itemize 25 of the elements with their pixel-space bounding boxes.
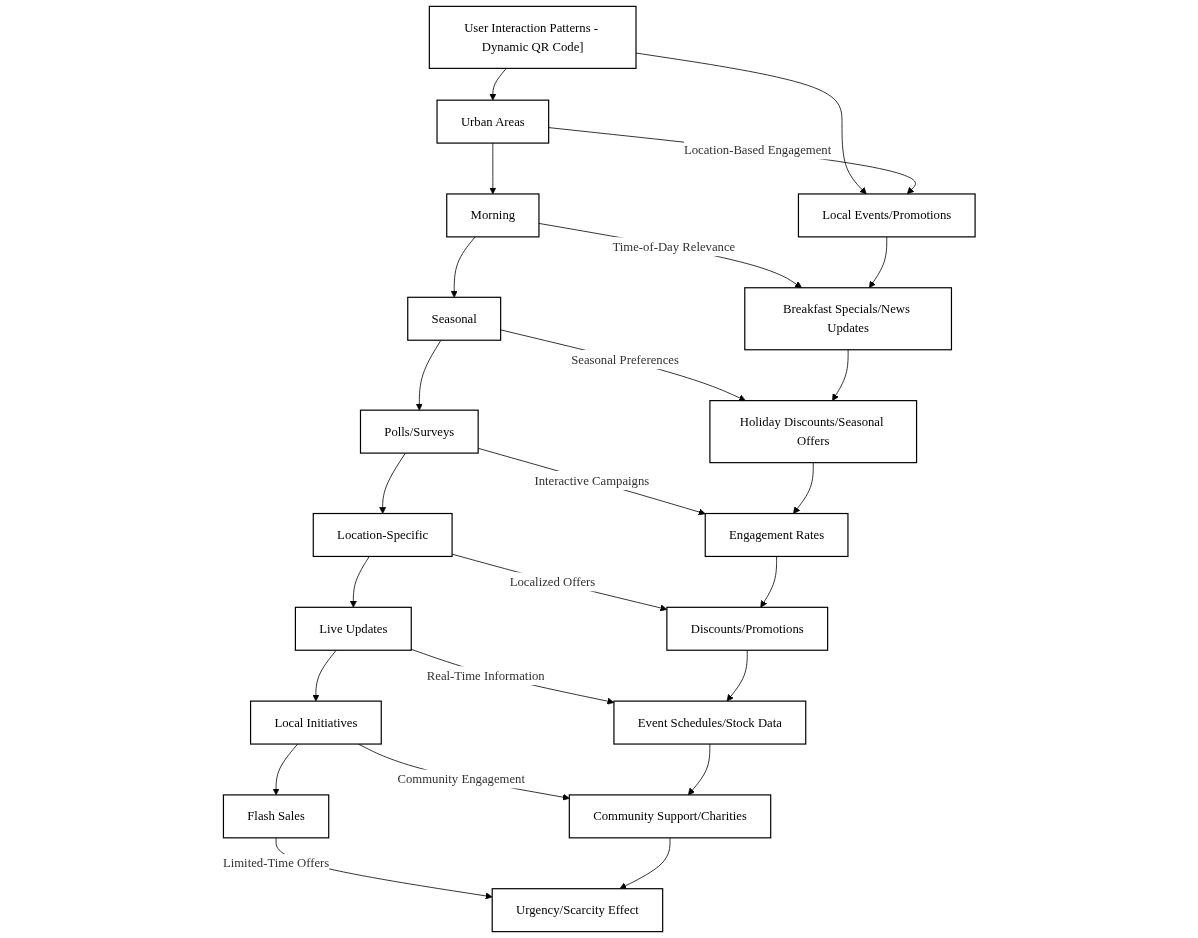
node-box: Urgency/Scarcity Effect bbox=[491, 888, 664, 933]
edge-label: Limited-Time Offers bbox=[222, 856, 330, 870]
node-box: Seasonal bbox=[407, 296, 502, 341]
node-box: Location-Specific bbox=[312, 512, 453, 558]
node-box: Live Updates bbox=[294, 606, 412, 651]
edge-label: Real-Time Information bbox=[426, 668, 545, 683]
edge-label: Location-Based Engagement bbox=[683, 142, 832, 157]
node-box: User Interaction Patterns - Dynamic QR Code] bbox=[428, 5, 637, 69]
node-box: Morning bbox=[446, 193, 540, 238]
node-box: Local Initiatives bbox=[249, 700, 382, 745]
node-box: Discounts/Promotions bbox=[666, 606, 829, 651]
edge-label: Seasonal Preferences bbox=[571, 352, 679, 367]
node-box: Event Schedules/Stock Data bbox=[613, 700, 807, 745]
node-box: Urban Areas bbox=[436, 99, 550, 144]
node-box: Breakfast Specials/News Updates bbox=[744, 287, 953, 351]
edge-label: Interactive Campaigns bbox=[534, 473, 650, 487]
node-box: Engagement Rates bbox=[704, 512, 849, 558]
node-box: Flash Sales bbox=[222, 794, 330, 839]
edge-label: Community Engagement bbox=[397, 771, 525, 786]
node-box: Polls/Surveys bbox=[359, 409, 479, 454]
node-box: Local Events/Promotions bbox=[797, 193, 976, 238]
node-box: Community Support/Charities bbox=[568, 794, 772, 839]
edge-label: Time-of-Day Relevance bbox=[612, 239, 736, 254]
node-box: Holiday Discounts/Seasonal Offers bbox=[709, 400, 918, 464]
edge-label: Localized Offers bbox=[509, 574, 596, 589]
